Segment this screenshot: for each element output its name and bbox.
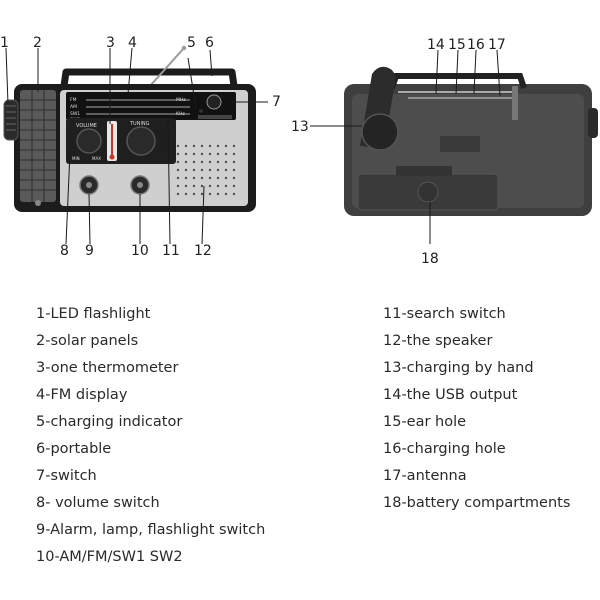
legend-item-10: 10-AM/FM/SW1 SW2 bbox=[36, 549, 183, 565]
callout-1: 1 bbox=[0, 35, 9, 51]
legend-item-14: 14-the USB output bbox=[383, 387, 518, 403]
legend-item-15: 15-ear hole bbox=[383, 414, 467, 430]
legend-item-17: 17-antenna bbox=[383, 468, 467, 484]
front-antenna bbox=[149, 47, 185, 87]
legend-item-7: 7-switch bbox=[36, 468, 97, 484]
power-switch bbox=[206, 94, 222, 110]
legend-item-13: 13-charging by hand bbox=[383, 360, 534, 376]
radio-front-view: FM AM SW1 SW2 MHz KHz VOLUME TUNING MIN … bbox=[3, 45, 256, 212]
fm-display bbox=[66, 92, 236, 120]
callout-9: 9 bbox=[85, 243, 94, 259]
callout-13: 13 bbox=[291, 119, 309, 135]
callout-14: 14 bbox=[427, 37, 445, 53]
callout-15: 15 bbox=[448, 37, 466, 53]
back-leader-lines bbox=[310, 49, 501, 244]
legend-item-8: 8- volume switch bbox=[36, 495, 160, 511]
tuning-label: TUNING bbox=[129, 121, 150, 127]
callout-16: 16 bbox=[467, 37, 485, 53]
charging-indicator bbox=[199, 109, 203, 113]
display-mhz-label: MHz bbox=[176, 97, 186, 103]
legend-item-6: 6-portable bbox=[36, 441, 112, 457]
callout-10: 10 bbox=[131, 243, 149, 259]
legend-item-4: 4-FM display bbox=[36, 387, 128, 403]
speaker-grille bbox=[176, 144, 236, 196]
callout-6: 6 bbox=[205, 35, 214, 51]
callout-12: 12 bbox=[194, 243, 212, 259]
front-leader-lines bbox=[5, 47, 268, 245]
callout-8: 8 bbox=[60, 243, 69, 259]
radio-diagram: FM AM SW1 SW2 MHz KHz VOLUME TUNING MIN … bbox=[3, 45, 598, 245]
solar-panel bbox=[20, 90, 56, 202]
radio-back-view bbox=[344, 66, 598, 216]
callout-5: 5 bbox=[187, 35, 196, 51]
volume-max-label: MAX bbox=[92, 156, 101, 161]
display-khz-label: KHz bbox=[176, 111, 185, 117]
callout-18: 18 bbox=[421, 251, 439, 267]
volume-knob bbox=[76, 128, 102, 154]
volume-min-label: MIN bbox=[72, 156, 80, 161]
legend-item-16: 16-charging hole bbox=[383, 441, 506, 457]
tuning-knob bbox=[126, 126, 156, 156]
legend-item-11: 11-search switch bbox=[383, 306, 506, 322]
carry-handle bbox=[60, 68, 238, 87]
callout-4: 4 bbox=[128, 35, 137, 51]
display-am-label: AM bbox=[70, 104, 77, 110]
callout-17: 17 bbox=[488, 37, 506, 53]
callout-11: 11 bbox=[162, 243, 180, 259]
legend-item-5: 5-charging indicator bbox=[36, 414, 183, 430]
legend-item-18: 18-battery compartments bbox=[383, 495, 571, 511]
display-fm-label: FM bbox=[70, 97, 77, 103]
legend-item-3: 3-one thermometer bbox=[36, 360, 179, 376]
display-sw1-label: SW1 bbox=[70, 111, 80, 117]
legend-item-1: 1-LED flashlight bbox=[36, 306, 151, 322]
volume-label: VOLUME bbox=[76, 123, 97, 129]
legend-item-2: 2-solar panels bbox=[36, 333, 139, 349]
callout-2: 2 bbox=[33, 35, 42, 51]
legend-item-12: 12-the speaker bbox=[383, 333, 493, 349]
callout-7: 7 bbox=[272, 94, 281, 110]
callout-3: 3 bbox=[106, 35, 115, 51]
legend-item-9: 9-Alarm, lamp, flashlight switch bbox=[36, 522, 266, 538]
